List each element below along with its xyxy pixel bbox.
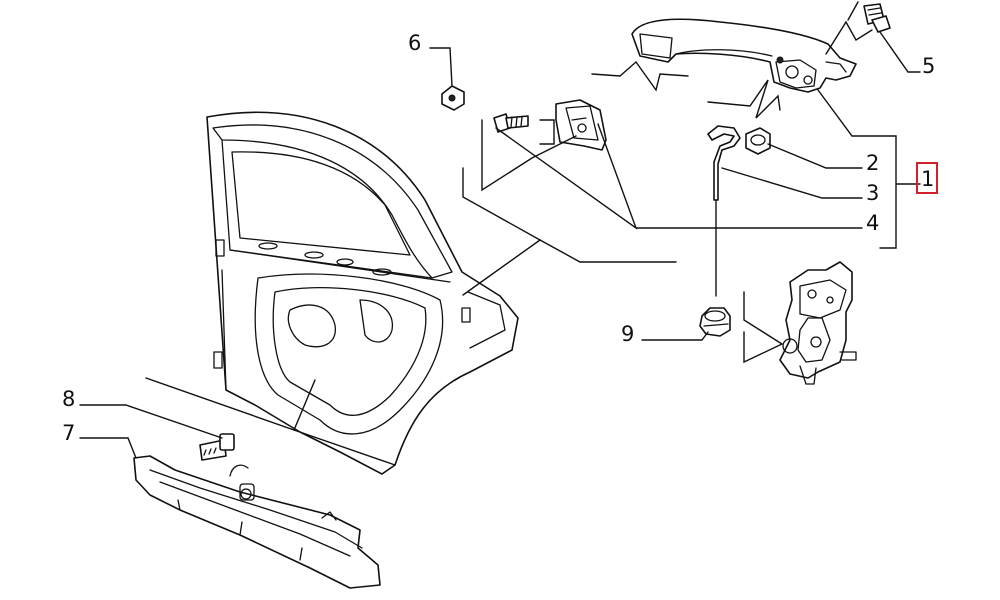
screw-part-4 xyxy=(493,113,529,133)
callout-2: 2 xyxy=(866,151,879,175)
screw-to-clip-line xyxy=(481,119,577,192)
callout-6: 6 xyxy=(408,31,421,55)
clip-bracket xyxy=(539,119,555,145)
leader-9 xyxy=(641,331,709,341)
leader-2 xyxy=(767,143,863,169)
door-leader-upper-bracket xyxy=(462,167,541,241)
leader-8 xyxy=(79,404,223,439)
leader-4 xyxy=(495,123,863,230)
door-handle xyxy=(631,18,857,93)
door-shell xyxy=(206,111,519,475)
assembly-1-upper-line xyxy=(817,89,897,137)
rod-part-3 xyxy=(707,125,741,201)
door-leader-upper xyxy=(462,239,677,296)
leader-3 xyxy=(721,167,863,199)
bolt-8-mount-arrow xyxy=(229,464,249,477)
clip-part-4 xyxy=(555,99,607,151)
handle-arrow-bottom xyxy=(707,79,781,119)
screw-5-arrow xyxy=(847,1,859,21)
lock-leader xyxy=(743,291,783,364)
guide-rail-part-7 xyxy=(133,455,381,589)
handle-arrow-left xyxy=(591,60,689,92)
leader-5 xyxy=(879,31,921,73)
callout-7: 7 xyxy=(62,421,75,445)
handle-arrow-top-right xyxy=(825,20,873,55)
assembly-1-bracket xyxy=(879,135,921,249)
bolt-part-8 xyxy=(199,433,235,461)
leader-6 xyxy=(429,47,453,87)
callout-9: 9 xyxy=(621,322,634,346)
callout-8: 8 xyxy=(62,387,75,411)
grommet-part-2 xyxy=(745,127,771,155)
callout-1: 1 xyxy=(921,167,934,191)
door-leader-lower-ext xyxy=(293,429,396,466)
callout-4: 4 xyxy=(866,211,879,235)
leader-7 xyxy=(79,437,137,459)
callout-3: 3 xyxy=(866,181,879,205)
door-lock-mechanism xyxy=(779,261,857,385)
callout-5: 5 xyxy=(922,54,935,78)
screw-part-5 xyxy=(863,3,891,33)
bushing-part-9 xyxy=(699,307,731,337)
nut-part-6 xyxy=(441,85,465,111)
callout-1-highlight-box xyxy=(916,162,938,194)
